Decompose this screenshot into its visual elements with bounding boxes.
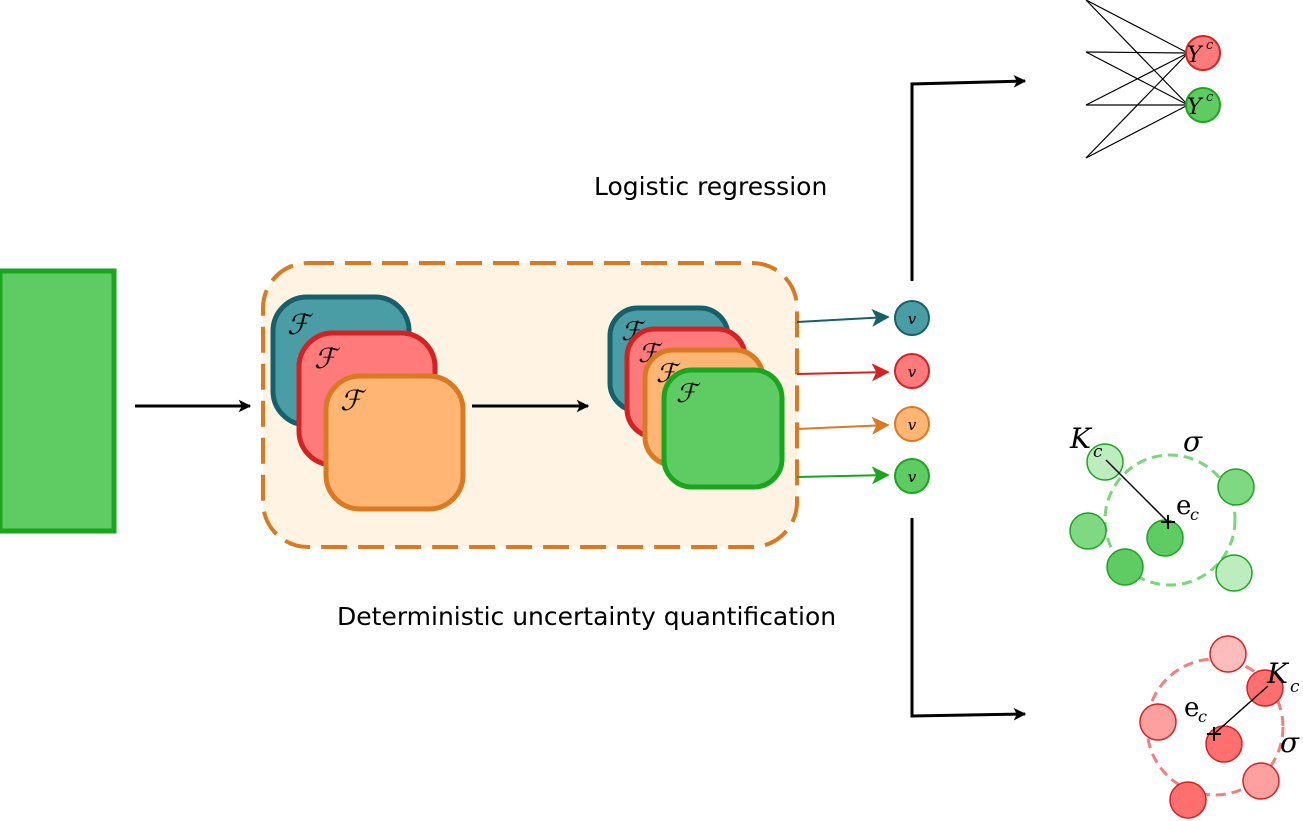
duq-cluster-green: K c σ e c [1069, 422, 1255, 592]
v-node-green: v [894, 458, 930, 494]
svg-text:v: v [908, 363, 917, 381]
logistic-network [1085, 0, 1189, 159]
svg-text:Y: Y [1187, 95, 1204, 120]
rbf-radius-circle [1103, 453, 1237, 587]
duq-label: Deterministic uncertainty quantification [337, 602, 836, 631]
v-node-orange: v [894, 406, 930, 442]
sample-point [1242, 762, 1280, 800]
centroid-subscript: c [1198, 707, 1207, 726]
sample-point [1069, 512, 1107, 550]
sample-point [1205, 725, 1243, 763]
k-label: K [1069, 422, 1093, 455]
sample-point [1209, 635, 1247, 673]
duq-cluster-red: K c σ e c [1139, 635, 1300, 819]
feature-stack-right: ℱ ℱ ℱ ℱ [607, 305, 785, 490]
logistic-regression-label: Logistic regression [594, 172, 827, 201]
sample-point [1217, 468, 1255, 506]
arrow-red [796, 363, 890, 382]
radius-line [1105, 459, 1169, 523]
sample-point [1106, 548, 1144, 586]
v-node-red: v [894, 353, 930, 389]
branch-arrow-down [910, 518, 1027, 721]
output-node-red: Y c [1185, 35, 1221, 71]
svg-text:v: v [908, 468, 917, 486]
sample-point [1169, 781, 1207, 819]
input-block [0, 268, 117, 534]
svg-text:v: v [908, 310, 917, 328]
svg-text:c: c [1206, 38, 1214, 53]
arrow-teal [796, 308, 890, 327]
sample-point [1086, 443, 1124, 481]
svg-text:c: c [1206, 90, 1214, 105]
sigma-label: σ [1280, 726, 1300, 759]
sigma-label: σ [1183, 425, 1203, 458]
output-node-green: Y c [1185, 87, 1221, 123]
sample-point [1146, 519, 1184, 557]
feature-map-green [661, 367, 785, 490]
sample-point [1139, 703, 1177, 741]
centroid-label: e [1184, 693, 1199, 723]
k-label: K [1266, 657, 1290, 690]
svg-text:Y: Y [1187, 43, 1204, 68]
radius-line [1213, 685, 1269, 735]
branch-arrow-up [910, 75, 1027, 281]
feature-stack-left: ℱ ℱ ℱ [270, 294, 466, 512]
v-node-teal: v [894, 300, 930, 336]
centroid-cross [1207, 727, 1221, 741]
centroid-cross [1161, 515, 1175, 529]
sample-point [1215, 554, 1253, 592]
feature-map-orange [323, 373, 466, 512]
arrow-orange [796, 416, 890, 435]
centroid-subscript: c [1190, 505, 1199, 524]
k-subscript: c [1290, 677, 1300, 697]
centroid-label: e [1176, 491, 1191, 521]
k-subscript: c [1093, 442, 1103, 462]
arrow-green [796, 466, 890, 485]
svg-text:v: v [908, 416, 917, 434]
